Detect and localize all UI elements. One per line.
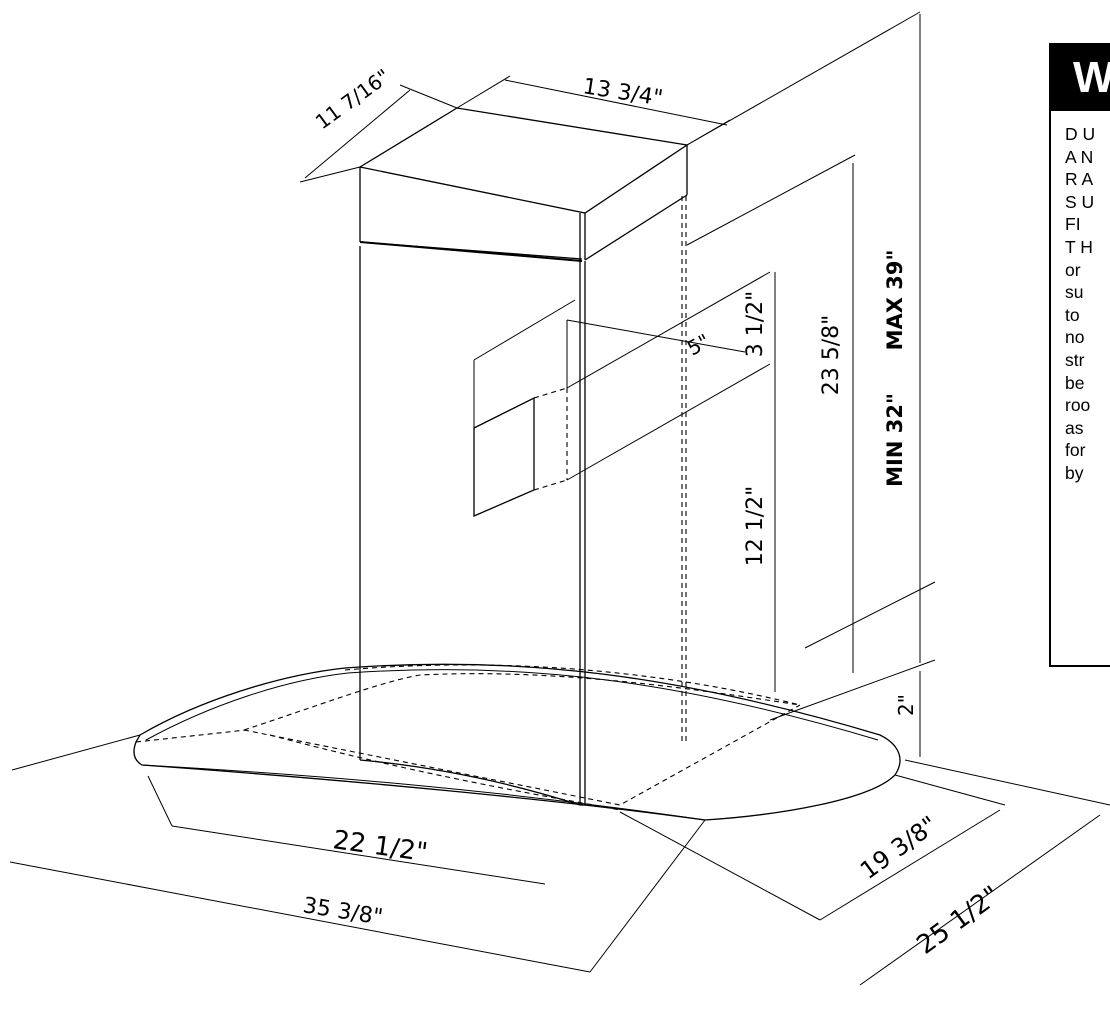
- warning-line: FI: [1065, 214, 1081, 235]
- dim-top-depth: 11 7/16": [311, 64, 395, 134]
- dim-overall-depth: 25 1/2": [911, 880, 1006, 960]
- dimension-lines: [9, 11, 1110, 986]
- dim-body-depth: 19 3/8": [855, 811, 943, 885]
- warning-line: as: [1065, 417, 1084, 438]
- dim-glass-thickness: 2": [894, 694, 918, 716]
- dim-body-width: 22 1/2": [331, 825, 429, 868]
- dim-chimney-height: 23 5/8": [819, 315, 844, 396]
- warning-line: A N: [1065, 146, 1094, 167]
- dim-vent-offset: 12 1/2": [743, 486, 768, 567]
- dim-vent-width: 5": [683, 329, 714, 360]
- warning-line: su: [1065, 282, 1084, 303]
- dim-max-height: MAX 39": [883, 250, 907, 351]
- glass-canopy: [133, 663, 901, 821]
- chimney-top-box: [358, 107, 689, 261]
- warning-line: by: [1065, 462, 1084, 483]
- warning-line: str: [1065, 349, 1085, 370]
- warning-line: or: [1065, 259, 1081, 280]
- warning-line: D U: [1065, 124, 1096, 144]
- warning-line: S U: [1065, 191, 1095, 212]
- warning-line: T H: [1065, 236, 1093, 257]
- dim-min-height: MIN 32": [883, 393, 907, 487]
- warning-line: no: [1065, 327, 1085, 348]
- dim-top-width: 13 3/4": [581, 74, 664, 111]
- chimney-lower-body: [359, 196, 687, 806]
- warning-line: for: [1065, 440, 1086, 461]
- warning-line: be: [1065, 372, 1085, 393]
- warning-title: W: [1051, 45, 1110, 111]
- warning-line: R A: [1065, 169, 1094, 190]
- warning-line: roo: [1065, 395, 1091, 416]
- dim-vent-height: 3 1/2": [743, 291, 768, 358]
- vent-cutout: [473, 387, 568, 517]
- warning-line: to: [1065, 304, 1080, 325]
